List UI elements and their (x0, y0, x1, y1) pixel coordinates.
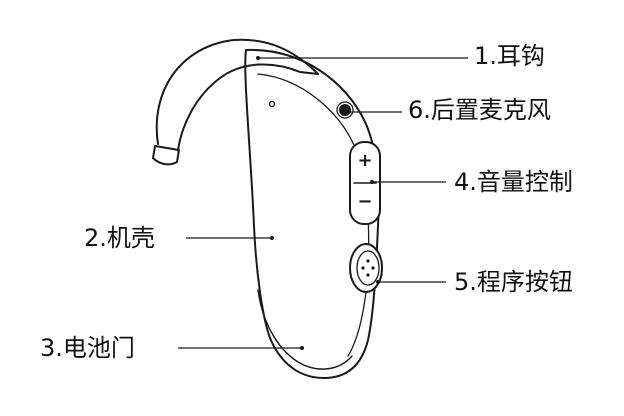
label-battery-door: 3.电池门 (40, 334, 135, 362)
label-shell: 2.机壳 (84, 224, 155, 252)
program-button-inner (356, 250, 380, 286)
battery-door-line (257, 289, 353, 370)
volume-minus-symbol: − (357, 191, 372, 212)
volume-plus-symbol: + (357, 150, 372, 171)
label-program-button: 5.程序按钮 (454, 268, 573, 296)
dot-battery (300, 346, 304, 350)
rear-microphone-ring (336, 101, 354, 119)
dot-volume (370, 180, 374, 184)
dot-ear-hook (256, 56, 260, 60)
dot-shell (270, 236, 274, 240)
program-button-dots (361, 259, 375, 277)
dot-program (376, 280, 380, 284)
program-button (349, 243, 383, 293)
shell-body (244, 48, 380, 379)
label-rear-microphone: 6.后置麦克风 (408, 96, 551, 124)
label-volume-control: 4.音量控制 (454, 168, 573, 196)
rear-microphone (339, 104, 351, 116)
label-ear-hook: 1.耳钩 (474, 42, 545, 70)
front-vent (268, 100, 276, 108)
ear-hook-tip (152, 145, 180, 166)
ear-hook (155, 38, 319, 151)
